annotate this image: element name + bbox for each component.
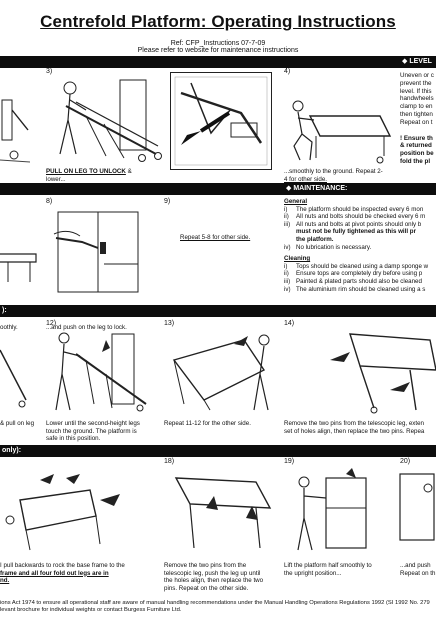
step4-number: 4) — [284, 68, 291, 75]
step12-number: 12) — [46, 320, 57, 327]
step17-caption: I pull backwards to rock the base frame … — [0, 562, 125, 585]
step14-caption: Remove the two pins from the telescopic … — [284, 420, 425, 435]
step3-detail-illustration — [170, 72, 272, 170]
step14-number: 14) — [284, 320, 295, 327]
step12-caption: Lower until the second-height legs touch… — [46, 420, 140, 443]
step3-caption: PULL ON LEG TO UNLOCK & lower... — [46, 168, 132, 183]
step13-illustration — [164, 330, 276, 414]
step19-caption: Lift the platform half smoothly to the u… — [284, 562, 372, 577]
step4-illustration — [280, 76, 392, 164]
step8-illustration — [52, 208, 148, 296]
step20-number: 20) — [400, 458, 411, 465]
step3-illustration — [46, 76, 166, 164]
step17-illustration — [0, 470, 150, 556]
footer-note: ions Act 1974 to ensure all operational … — [0, 600, 430, 613]
step14-illustration — [290, 330, 436, 414]
level-heading: ◆ LEVEL — [402, 58, 432, 65]
step18-illustration — [166, 468, 278, 554]
maintenance-text: General i)The platform should be inspect… — [284, 198, 429, 293]
step19-number: 19) — [284, 458, 295, 465]
step13-caption: Repeat 11-12 for the other side. — [164, 420, 251, 427]
maintenance-note: Please refer to website for maintenance … — [137, 47, 299, 54]
step9-number: 9) — [164, 198, 171, 205]
step4-caption: ...smoothly to the ground. Repeat 2- 4 f… — [284, 168, 383, 183]
step11-illustration-partial — [0, 330, 30, 410]
step20-illustration-partial — [398, 468, 436, 554]
section-bar-2: ◆ MAINTENANCE: — [0, 183, 436, 195]
step8-caption: ...and push on the leg to lock. — [46, 324, 127, 331]
step13-number: 13) — [164, 320, 175, 327]
step9-text: Repeat 5-8 for other side. — [180, 234, 251, 241]
step8-number: 8) — [46, 198, 53, 205]
step7-caption-fragment: oothly. — [0, 324, 18, 331]
page-title: Centrefold Platform: Operating Instructi… — [40, 12, 396, 31]
level-instructions: Uneven or c prevent the level. If this h… — [400, 72, 434, 165]
step18-caption: Remove the two pins from the telescopic … — [164, 562, 264, 592]
step20-caption: ...and push Repeat on th — [400, 562, 436, 577]
step12-illustration — [46, 330, 156, 414]
step18-number: 18) — [164, 458, 175, 465]
step11-caption-fragment: & pull on leg — [0, 420, 35, 427]
section-bar-3: ): — [0, 305, 436, 317]
section-bar-4: only): — [0, 445, 436, 457]
document-ref: Ref: CFP_Instructions 07-7-09 — [170, 40, 266, 47]
step3-number: 3) — [46, 68, 53, 75]
step19-illustration — [286, 468, 386, 554]
section-bar-1: ◆ LEVEL — [0, 56, 436, 68]
maintenance-heading: ◆ MAINTENANCE: — [286, 185, 348, 192]
step2-illustration-partial — [0, 70, 30, 170]
step7-illustration-partial — [0, 204, 40, 292]
